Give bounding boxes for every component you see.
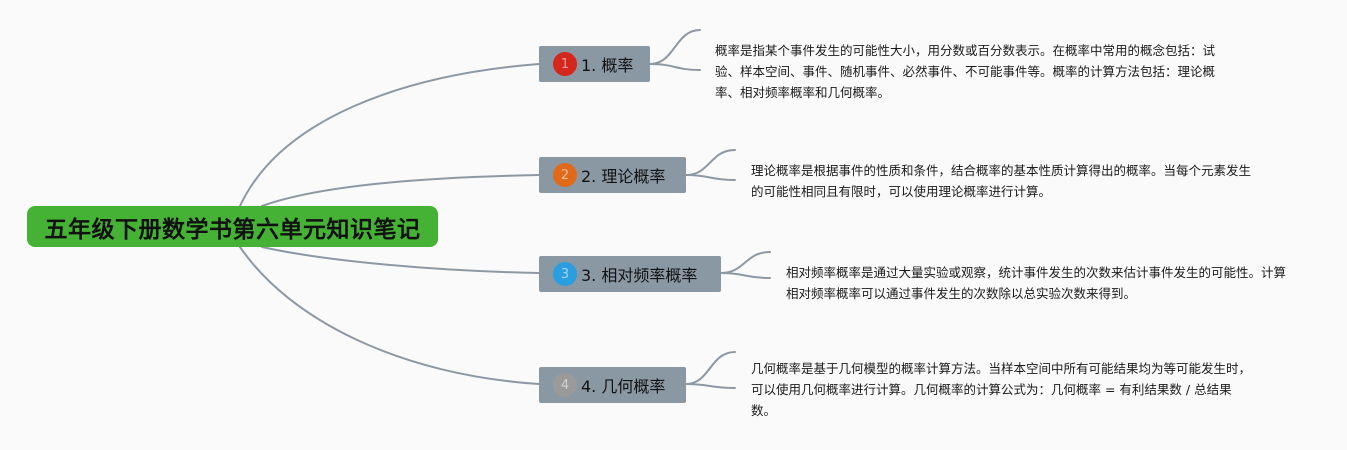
priority-4-icon: 4 bbox=[553, 373, 577, 397]
root-to-topic-4-line bbox=[239, 246, 540, 385]
topic-geometric-probability[interactable]: 4 4. 几何概率 bbox=[539, 367, 686, 403]
topic-2-note-bracket bbox=[685, 149, 736, 181]
topic-probability[interactable]: 1 1. 概率 bbox=[539, 46, 650, 82]
root-topic-label: 五年级下册数学书第六单元知识笔记 bbox=[44, 216, 421, 243]
note-geometric-probability: 几何概率是基于几何模型的概率计算方法。当样本空间中所有可能结果均为等可能发生时，… bbox=[751, 361, 1252, 418]
note-probability: 概率是指某个事件发生的可能性大小，用分数或百分数表示。在概率中常用的概念包括：试… bbox=[715, 43, 1216, 100]
root-to-topic-3-line bbox=[261, 246, 540, 274]
topic-1-note-bracket bbox=[649, 29, 701, 71]
priority-1-icon: 1 bbox=[553, 52, 577, 76]
priority-2-icon: 2 bbox=[553, 163, 577, 187]
topic-label: 2. 理论概率 bbox=[581, 167, 666, 186]
topic-label: 4. 几何概率 bbox=[581, 377, 666, 396]
topic-relative-frequency-probability[interactable]: 3 3. 相对频率概率 bbox=[539, 256, 721, 292]
root-to-topic-1-line bbox=[239, 63, 540, 207]
note-relative-frequency-probability: 相对频率概率是通过大量实验或观察，统计事件发生的次数来估计事件发生的可能性。计算… bbox=[786, 265, 1287, 301]
topic-label: 1. 概率 bbox=[581, 56, 634, 75]
note-theoretical-probability: 理论概率是根据事件的性质和条件，结合概率的基本性质计算得出的概率。当每个元素发生… bbox=[751, 163, 1252, 199]
topic-theoretical-probability[interactable]: 2 2. 理论概率 bbox=[539, 157, 686, 193]
topic-3-note-bracket bbox=[720, 251, 771, 279]
priority-3-icon: 3 bbox=[553, 262, 577, 286]
root-topic[interactable]: 五年级下册数学书第六单元知识笔记 bbox=[27, 206, 438, 247]
root-to-topic-2-line bbox=[261, 174, 540, 207]
topic-label: 3. 相对频率概率 bbox=[581, 266, 698, 285]
topic-4-note-bracket bbox=[685, 351, 736, 389]
